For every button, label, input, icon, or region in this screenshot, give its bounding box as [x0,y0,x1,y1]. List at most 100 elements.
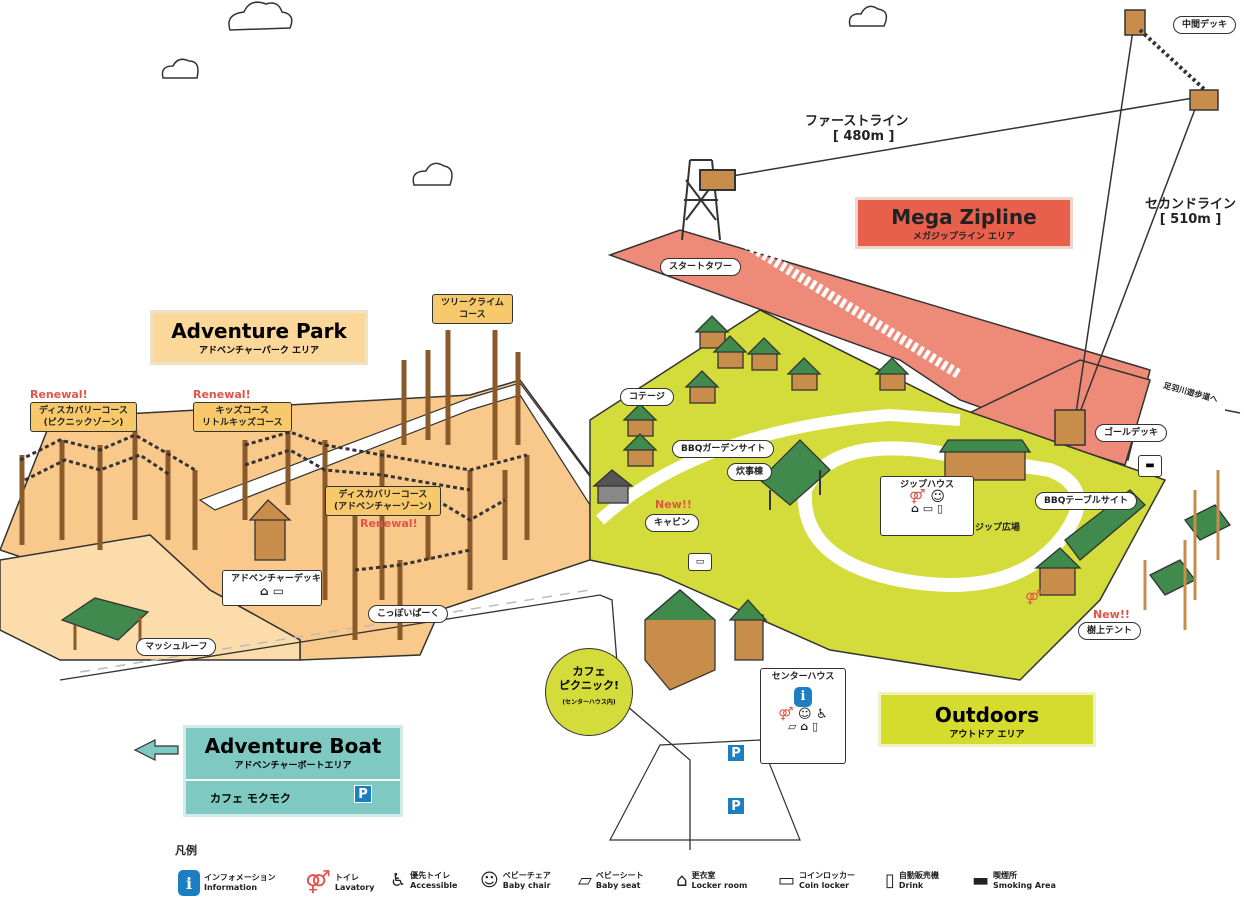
locker-room-icon: ⌂ [910,502,919,515]
cafe-mokumoku-label: カフェ モクモク [210,792,291,805]
badge-renewal-1: Renewal! [30,388,88,401]
legend-ja: 更衣室 [691,870,716,880]
label-zip-house: ジップハウス ⚤ ☺ ⌂ ▭ ▯ [880,476,974,536]
area-title: Adventure Park [171,319,347,343]
coin-locker-icon: ▭ [922,502,934,515]
label-adventure-deck: アドベンチャーデッキ ⌂ ▭ [222,570,322,606]
legend-en: Locker room [691,880,748,890]
area-title: Mega Zipline [891,205,1037,229]
label-discovery-picnic: ディスカバリーコース (ピクニックゾーン) [30,402,137,432]
badge-renewal-3: Renewal! [360,517,418,530]
coin-locker-icon: ▭ [778,870,796,891]
drink-icon: ▯ [885,870,895,891]
label-tree-tent: 樹上テント [1078,622,1142,640]
label-middle-deck: 中間デッキ [1173,16,1237,34]
cloud-decoration [161,1,888,186]
ashiwa-arrow [1224,409,1241,414]
area-subtitle: アドベンチャーパーク エリア [199,346,319,356]
center-house-text: センターハウス [771,672,835,682]
legend-en: Lavatory [334,882,375,892]
information-icon: i [794,687,812,707]
legend-en: Drink [898,880,924,890]
label-koppoi-park: こっぽいぱーく [368,605,449,623]
legend-en: Coin locker [799,880,850,890]
middle-deck-structure [1124,9,1219,111]
outdoors-loop-road [797,441,1085,592]
zip-house-icons-2: ⌂ ▭ ▯ [889,503,965,515]
legend-ja: コインロッカー [799,870,856,880]
legend-en: Information [204,883,258,892]
legend-ja: ベビーチェア [502,870,551,880]
area-subtitle: アウトドア エリア [949,730,1025,740]
area-adventure-park: Adventure Park アドベンチャーパーク エリア [150,310,368,365]
legend-ja: ベビーシート [595,870,644,880]
label-zip-plaza: ジップ広場 [975,523,1021,533]
start-tower [681,159,736,241]
legend-title: 凡例 [175,844,197,857]
parking-icon: P [727,744,745,762]
adventure-deck-building [248,499,292,561]
tree-tents [1143,470,1231,630]
accessible-icon: ♿ [816,707,828,722]
label-cabin: キャビン [645,514,700,532]
adventure-park-poles [19,330,530,640]
cottages [592,315,910,504]
accessible-icon: ♿ [390,870,407,891]
area-title: Outdoors [934,703,1040,727]
label-discovery-adventure: ディスカバリーコース (アドベンチャーゾーン) [325,486,441,516]
area-subtitle: メガジップライン エリア [912,232,1016,242]
main-road-dashes [79,589,591,673]
legend-en: Accessible [410,880,458,890]
label-start-tower: スタートタワー [660,258,742,276]
badge-renewal-2: Renewal! [193,388,251,401]
goal-deck-structure [1054,409,1086,446]
first-line-name: ファーストライン [805,114,909,129]
first-line-label: ファーストライン [ 480m ] [805,110,908,144]
locker-room-icon: ⌂ [800,720,809,733]
adventure-deck-text: アドベンチャーデッキ [231,574,321,584]
smoking-sign: ▬ [1138,455,1162,477]
first-line-length: [ 480m ] [832,129,895,144]
parking-lot [609,739,801,841]
lavatory-sign: ⚤ [1025,590,1042,606]
badge-new-1: New!! [655,498,692,511]
badge-new-2: New!! [1093,608,1130,621]
cooking-building [759,439,831,510]
legend-ja: トイレ [334,872,359,882]
legend-en: Baby chair [502,880,551,890]
lavatory-icon: ⚤ [909,489,926,505]
center-house-icons: ⚤ ☺ ♿ [769,707,837,722]
area-title: Adventure Boat [204,734,382,758]
cafe-picnic-bubble: カフェ ピクニック! (センターハウス内) [545,648,633,736]
zip-house-icons: ⚤ ☺ [889,489,965,505]
area-subtitle: アドベンチャーボートエリア [234,761,352,771]
baby-chair-icon: ☺ [480,870,499,891]
locker-room-icon: ⌂ [259,584,269,598]
legend-ja: 自動販売機 [898,870,939,880]
label-bbq-table: BBQテーブルサイト [1035,492,1137,510]
outdoors-ground [589,309,1167,681]
area-mega-zipline: Mega Zipline メガジップライン エリア [855,197,1073,249]
zip-house-text: ジップハウス [899,480,954,490]
center-house-icons-2: ▱ ⌂ ▯ [769,721,837,733]
label-goal-deck: ゴールデッキ [1095,424,1168,442]
baby-chair-icon: ☺ [798,707,812,722]
second-line-length: [ 510m ] [1159,212,1222,227]
label-tree-climb: ツリークライム コース [432,294,513,324]
legend-ja: 喫煙所 [993,870,1018,880]
legend-en: Baby seat [595,880,641,890]
zipline-stairs [737,235,963,380]
coin-locker-sign: ▭ [688,553,712,571]
boat-direction-arrow [133,739,179,761]
drink-icon: ▯ [811,720,819,733]
area-outdoors: Outdoors アウトドア エリア [878,692,1096,747]
information-icon: i [178,870,200,896]
label-center-house: センターハウス i ⚤ ☺ ♿ ▱ ⌂ ▯ [760,668,846,764]
